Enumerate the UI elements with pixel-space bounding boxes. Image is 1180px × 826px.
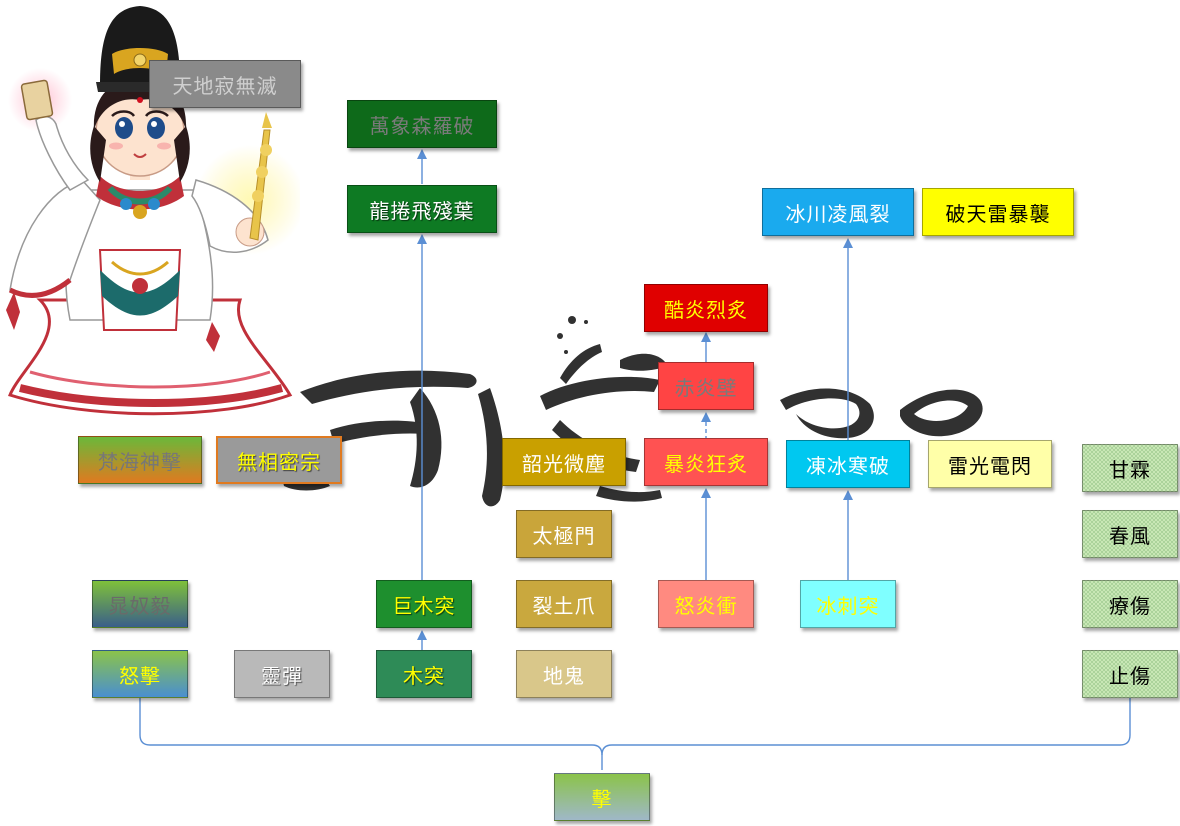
skill-node-ryosho[interactable]: 療傷 xyxy=(1082,580,1178,628)
skill-node-bonkai[interactable]: 梵海神擊 xyxy=(78,436,202,484)
skill-node-kanrin[interactable]: 甘霖 xyxy=(1082,444,1178,492)
skill-node-geki[interactable]: 擊 xyxy=(554,773,650,821)
skill-node-kokuen[interactable]: 酷炎烈炙 xyxy=(644,284,768,332)
skill-node-sekien[interactable]: 赤炎壁 xyxy=(658,362,754,410)
skill-node-tenchi[interactable]: 天地寂無滅 xyxy=(149,60,301,108)
skill-node-shunpu[interactable]: 春風 xyxy=(1082,510,1178,558)
skill-node-bansho[interactable]: 萬象森羅破 xyxy=(347,100,497,148)
skill-node-konugeki[interactable]: 晁奴毅 xyxy=(92,580,188,628)
skill-node-tohyo[interactable]: 凍冰寒破 xyxy=(786,440,910,488)
root-bracket-left xyxy=(139,698,603,770)
skill-node-hyosen[interactable]: 冰川凌風裂 xyxy=(762,188,914,236)
skill-node-raiko[interactable]: 雷光電閃 xyxy=(928,440,1052,488)
skill-node-retsudo[interactable]: 裂土爪 xyxy=(516,580,612,628)
skill-node-taikyoku[interactable]: 太極門 xyxy=(516,510,612,558)
skill-node-chiki[interactable]: 地鬼 xyxy=(516,650,612,698)
root-bracket-right xyxy=(601,698,1131,756)
skill-node-nugeki[interactable]: 怒擊 xyxy=(92,650,188,698)
skill-node-mokutotsu[interactable]: 木突 xyxy=(376,650,472,698)
skill-node-reidan[interactable]: 靈彈 xyxy=(234,650,330,698)
skill-node-boen[interactable]: 暴炎狂炙 xyxy=(644,438,768,486)
skill-node-hatenrai[interactable]: 破天雷暴襲 xyxy=(922,188,1074,236)
skill-node-shisho[interactable]: 止傷 xyxy=(1082,650,1178,698)
skill-node-shoko[interactable]: 韶光微塵 xyxy=(502,438,626,486)
skill-node-ryuken[interactable]: 龍捲飛殘葉 xyxy=(347,185,497,233)
skill-node-hyoshi[interactable]: 冰刺突 xyxy=(800,580,896,628)
skill-node-muso[interactable]: 無相密宗 xyxy=(216,436,342,484)
skill-node-doen[interactable]: 怒炎衝 xyxy=(658,580,754,628)
skill-node-kyomokutotsu[interactable]: 巨木突 xyxy=(376,580,472,628)
